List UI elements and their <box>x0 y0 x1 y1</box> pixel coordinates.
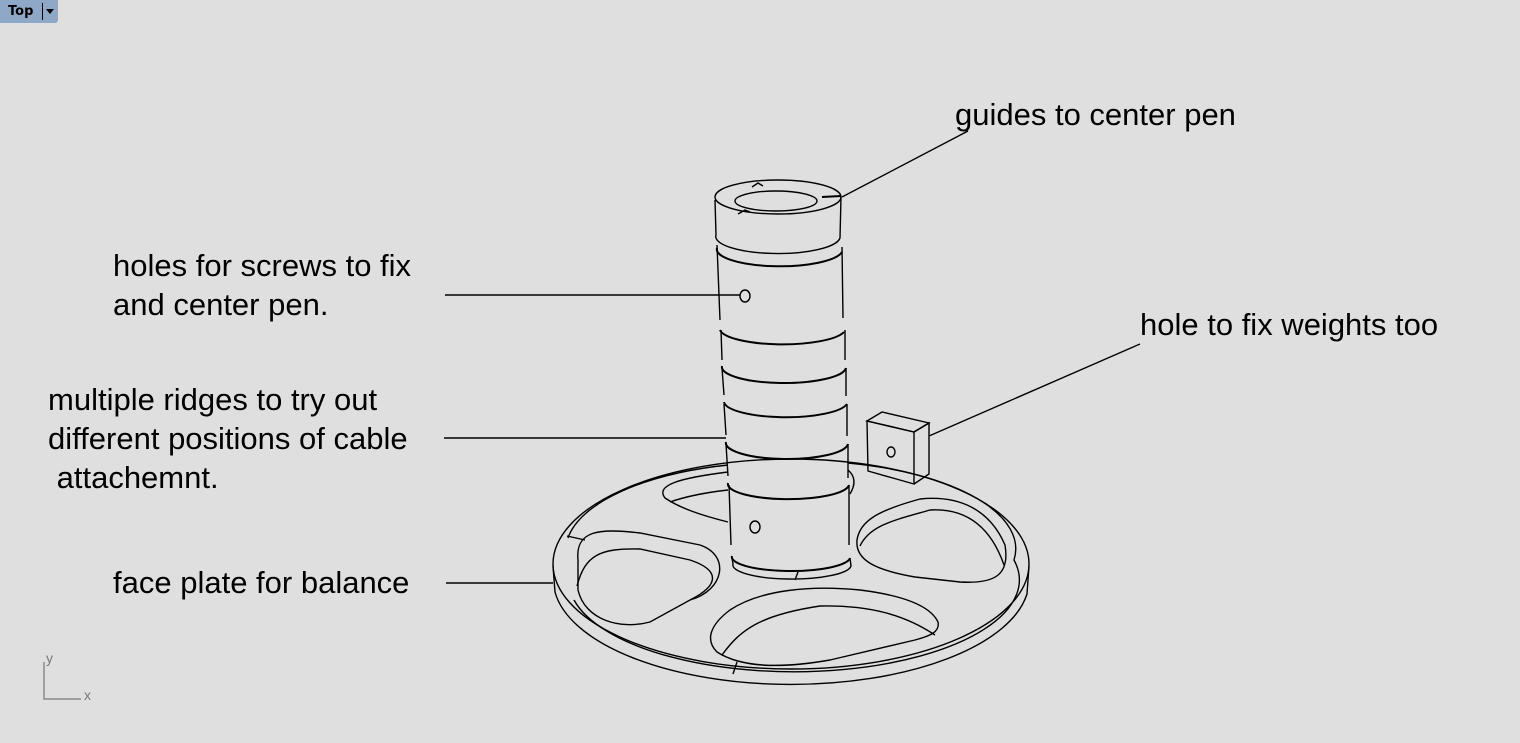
annotation-faceplate: face plate for balance <box>113 565 409 600</box>
plate-bottom-edge <box>552 565 1030 686</box>
block-front <box>866 420 915 485</box>
annotation-ridges-line1: multiple ridges to try out <box>48 382 377 417</box>
annotation-guides: guides to center pen <box>955 97 1236 132</box>
viewport-name[interactable]: Top <box>8 4 34 19</box>
ridge <box>724 441 849 461</box>
face-plate <box>552 458 1030 686</box>
ridge-sides <box>723 403 848 436</box>
seam <box>732 661 738 675</box>
weight-block <box>865 411 931 485</box>
cap-bore <box>734 190 818 212</box>
annotation-screws-line2: and center pen. <box>113 287 328 322</box>
guide-slot <box>821 195 842 198</box>
viewport-title-tab[interactable]: Top <box>0 0 58 23</box>
lower-sleeve-sides <box>728 484 850 546</box>
pocket-right-outer <box>856 497 1007 583</box>
axis-lines <box>43 662 81 700</box>
guide-slot <box>737 209 751 215</box>
tab-separator <box>42 3 43 20</box>
pocket-right-inner <box>859 509 1005 566</box>
seam <box>566 535 586 541</box>
ridge-sides <box>720 329 846 361</box>
ridge <box>720 365 847 385</box>
ridge <box>726 482 850 501</box>
annotation-screws-line1: holes for screws to fix <box>113 248 412 283</box>
pocket-back-inner <box>669 489 729 503</box>
seam <box>794 571 799 581</box>
guide-slot <box>751 182 764 188</box>
pocket-back-left <box>662 471 729 523</box>
leader-guides <box>841 130 969 198</box>
pocket-front-outer <box>709 587 939 667</box>
weight-hole <box>886 446 896 458</box>
leader-lines <box>444 130 1141 584</box>
ridge-sides <box>725 443 849 478</box>
axis-y-label: y <box>46 650 53 666</box>
pen-column <box>714 179 852 581</box>
ridge <box>719 329 845 346</box>
screw-hole-lower <box>749 520 761 534</box>
ridge <box>730 555 851 573</box>
plate-inner-rim <box>567 464 729 539</box>
axis-x-label: x <box>84 687 91 703</box>
leader-weights <box>928 343 1141 437</box>
column-base <box>731 557 852 580</box>
annotation-weights: hole to fix weights too <box>1140 307 1438 342</box>
sleeve-sides <box>716 244 844 321</box>
screw-hole-upper <box>739 289 751 303</box>
axis-indicator: y x <box>43 650 91 703</box>
annotation-ridges-line3: attachemnt. <box>48 460 219 495</box>
block-side <box>913 421 930 485</box>
dropdown-arrow-icon[interactable] <box>46 9 54 14</box>
pocket-back-right <box>847 469 855 495</box>
ridge <box>723 401 848 419</box>
pocket-front-inner <box>721 605 936 656</box>
pocket-left-inner <box>576 548 713 601</box>
ridge-sides <box>721 367 847 396</box>
cap-body <box>714 196 842 255</box>
pocket-left-outer <box>577 530 721 626</box>
plate-inner-rim-2 <box>573 462 1021 673</box>
annotation-ridges-line2: different positions of cable <box>48 421 408 456</box>
ridge <box>715 247 843 268</box>
